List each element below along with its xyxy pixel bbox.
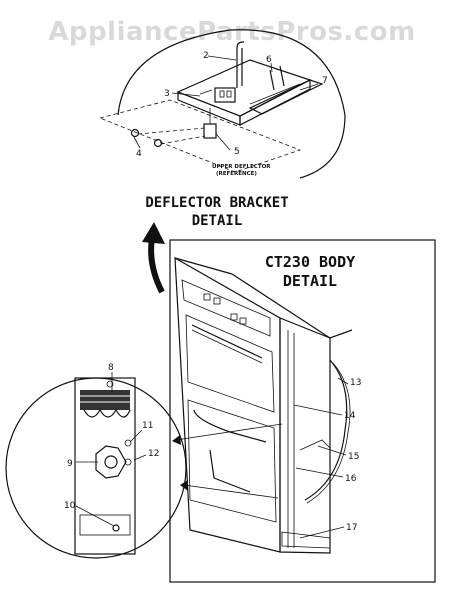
control-knob — [213, 297, 221, 305]
reference-label: (REFERENCE) — [216, 171, 257, 177]
hinge-pivot — [104, 455, 118, 469]
cabinet-side-panel — [279, 317, 331, 554]
wire-harness — [304, 359, 348, 501]
arrow-head — [142, 222, 165, 244]
leader-line — [207, 55, 237, 61]
leader-line — [133, 454, 147, 461]
leader-line — [299, 526, 345, 539]
hinge-notches — [83, 408, 131, 418]
callout-10: 10 — [64, 501, 76, 511]
long-bracket — [248, 79, 324, 115]
leader-line — [75, 505, 115, 527]
bottom-screw — [112, 524, 120, 532]
detail-circle-outline — [117, 29, 346, 179]
bracket-side-face — [239, 79, 311, 126]
upper-deflector-reference — [98, 99, 302, 173]
watermark-text: AppliancePartsPros.com — [48, 17, 415, 47]
hinge-detail: 8 9 10 11 12 — [5, 363, 187, 559]
bracket-assembly: UPPER DEFLECTOR (REFERENCE) — [98, 41, 324, 177]
callout-3: 3 — [164, 89, 170, 99]
leader-line — [317, 445, 347, 456]
pointer-head — [172, 435, 181, 445]
lower-plate — [79, 514, 131, 536]
hatched-channel — [80, 390, 130, 410]
reference-label: UPPER DEFLECTOR — [212, 164, 271, 170]
bracket — [299, 439, 331, 451]
screw-alignment — [160, 135, 206, 145]
deflector-bracket-detail: UPPER DEFLECTOR (REFERENCE) 2 3 4 5 6 7 — [98, 29, 346, 179]
door-handle — [213, 477, 251, 493]
body-detail-title: DETAIL — [283, 272, 337, 290]
callout-4: 4 — [136, 149, 142, 159]
body-detail-title: CT230 BODY — [265, 253, 355, 271]
switch-block — [214, 87, 236, 103]
screw-hole — [106, 380, 114, 388]
pointer-line — [183, 484, 279, 499]
cabinet-body — [174, 256, 353, 554]
cabinet-front-panel — [174, 256, 281, 553]
screw — [124, 439, 132, 447]
spacer — [203, 123, 217, 139]
pointer-line — [175, 423, 283, 441]
door-handle — [209, 449, 215, 479]
leader-line — [171, 92, 201, 97]
screw-alignment — [137, 127, 206, 135]
switch-terminal — [219, 90, 225, 98]
callout-6: 6 — [266, 55, 272, 65]
control-knob — [239, 317, 247, 325]
bottom-rail — [281, 531, 331, 549]
leader-line — [299, 83, 319, 91]
upper-door — [185, 314, 275, 413]
screw-head — [130, 128, 140, 138]
door-handle — [191, 324, 263, 359]
arrow-shaft — [148, 237, 165, 294]
callout-5: 5 — [234, 147, 240, 157]
screw — [124, 458, 132, 466]
bracket-rib — [199, 89, 213, 95]
deflector-detail-title: DETAIL — [192, 213, 243, 229]
leader-line — [293, 404, 343, 416]
leader-line — [133, 136, 141, 149]
callout-15: 15 — [348, 452, 359, 462]
deflector-detail-title: DEFLECTOR BRACKET — [145, 195, 288, 211]
pointer-head — [180, 480, 188, 491]
callout-8: 8 — [108, 363, 114, 373]
pointer-arrows — [172, 423, 283, 499]
screw — [269, 69, 275, 91]
cabinet-top-edge — [231, 273, 353, 339]
door-handle — [193, 409, 267, 443]
door-handle — [191, 329, 263, 364]
callout-14: 14 — [344, 411, 356, 421]
leader-line — [215, 133, 231, 151]
cabinet-top-edge — [174, 257, 233, 275]
hinge-plate — [74, 377, 136, 555]
callout-11: 11 — [142, 421, 153, 431]
callout-2: 2 — [203, 51, 209, 61]
body-detail-frame — [169, 239, 436, 583]
lower-door — [187, 399, 277, 523]
control-knob — [203, 293, 211, 301]
callout-7: 7 — [322, 76, 328, 86]
callout-12: 12 — [148, 449, 159, 459]
leader-line — [129, 429, 143, 443]
hinge-clip — [95, 445, 127, 479]
bracket-rib — [249, 83, 301, 105]
curved-arrow — [142, 222, 165, 294]
callout-16: 16 — [345, 474, 357, 484]
leader-line — [270, 62, 273, 73]
control-panel — [181, 279, 271, 337]
callout-9: 9 — [67, 459, 73, 469]
switch-terminal — [226, 90, 232, 98]
callout-17: 17 — [346, 523, 357, 533]
control-knob — [230, 313, 238, 321]
callout-13: 13 — [350, 378, 361, 388]
rod-part — [236, 41, 244, 88]
screw — [279, 65, 285, 87]
leader-line — [337, 377, 349, 385]
leader-line — [295, 467, 344, 478]
